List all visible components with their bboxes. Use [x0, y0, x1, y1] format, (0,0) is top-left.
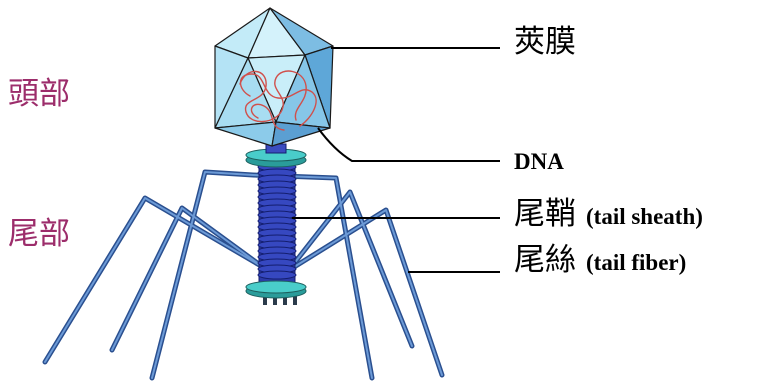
tail-sheath-label-en: (tail sheath) [586, 204, 703, 229]
capsid-label: 莢膜 [514, 24, 576, 65]
head-region-label: 頭部 [8, 76, 70, 112]
tail-region-label: 尾部 [8, 216, 70, 252]
capsid-head [215, 8, 333, 146]
dna-label: DNA [514, 144, 564, 182]
tail-fiber-highlight [45, 172, 442, 378]
tail-sheath-label: 尾鞘 (tail sheath) [514, 196, 703, 237]
tail-fiber-right-2 [286, 210, 442, 375]
tail-sheath-coils [258, 163, 296, 279]
tail-fiber-left-1-hl [152, 172, 270, 378]
sheath-ring [258, 271, 296, 279]
tail-fiber-left-1 [152, 172, 270, 378]
baseplate-disc-top [246, 281, 306, 293]
tail-sheath-label-zh: 尾鞘 [514, 196, 576, 232]
pointer-line-dna [318, 128, 500, 161]
tail-fiber-label-zh: 尾絲 [514, 242, 576, 278]
tail-fiber-label-en: (tail fiber) [586, 250, 686, 275]
dna-label-text: DNA [514, 149, 564, 174]
tail-fibers [45, 172, 442, 378]
tail-sheath [258, 163, 296, 283]
tail-fiber-left-2-hl [45, 198, 268, 362]
capsid-label-text: 莢膜 [514, 24, 576, 60]
tail-fiber-left-2 [45, 198, 268, 362]
tail-fiber-right-2-hl [286, 210, 442, 375]
baseplate [246, 281, 306, 305]
tail-fiber-label: 尾絲 (tail fiber) [514, 242, 686, 283]
